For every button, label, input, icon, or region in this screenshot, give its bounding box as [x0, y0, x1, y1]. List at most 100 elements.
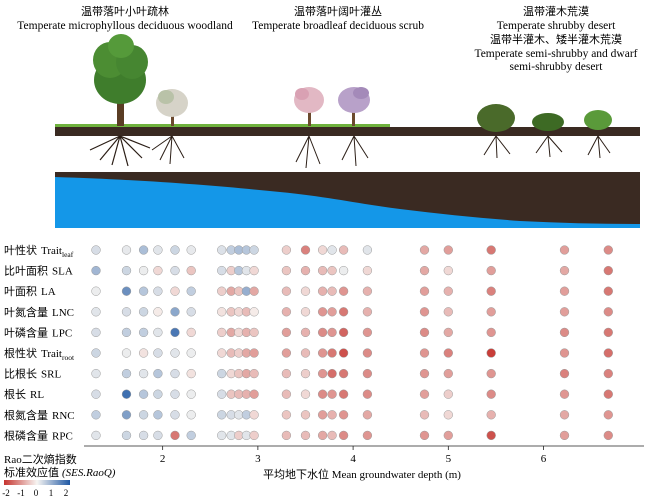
dot-srl-1 [91, 368, 101, 379]
x-axis-label: 平均地下水位 Mean groundwater depth (m) [263, 467, 461, 481]
dot-lpc-21 [559, 327, 570, 338]
dot-la-12 [281, 286, 292, 296]
dot-lnc-5 [170, 307, 180, 317]
dot-la-6 [186, 286, 196, 296]
dot-la-5 [170, 286, 180, 296]
dot-lpc-12 [281, 327, 292, 338]
dot-lnc-12 [281, 307, 292, 317]
dot-sla-2 [121, 265, 132, 276]
dot-rl-2 [121, 389, 132, 399]
dot-lpc-3 [138, 327, 149, 338]
dot-rpc-18 [419, 430, 430, 441]
dot-rl-22 [603, 389, 613, 399]
dot-trait-leaf-1 [91, 245, 101, 255]
dot-trait-root-15 [327, 348, 337, 358]
dot-trait-root-21 [559, 348, 570, 358]
dot-rl-21 [559, 389, 570, 399]
dot-lnc-22 [603, 307, 613, 317]
dot-lnc-19 [443, 307, 453, 317]
dot-rl-11 [249, 389, 259, 399]
dot-rpc-11 [249, 430, 259, 441]
dot-la-3 [138, 286, 149, 296]
dot-rnc-1 [91, 410, 101, 420]
grass-strip [55, 124, 390, 128]
dot-sla-1 [91, 265, 101, 276]
landscape-illustration [55, 34, 640, 228]
dot-la-11 [249, 286, 259, 296]
dot-lnc-21 [559, 307, 570, 317]
dot-rl-7 [217, 389, 227, 399]
dot-rpc-2 [121, 430, 132, 441]
dot-trait-root-1 [91, 348, 101, 358]
dot-srl-14 [317, 368, 328, 379]
dot-rnc-11 [249, 410, 259, 420]
dot-la-1 [91, 286, 101, 296]
dot-trait-leaf-22 [603, 245, 613, 255]
dot-rl-18 [419, 389, 430, 399]
dot-lpc-6 [186, 327, 196, 338]
dot-sla-4 [153, 265, 163, 276]
dot-trait-root-14 [317, 348, 328, 358]
dot-lpc-2 [121, 327, 132, 338]
dot-rpc-7 [217, 430, 227, 441]
dot-lpc-11 [249, 327, 259, 338]
dot-lpc-19 [443, 327, 453, 338]
legend-title-cn: 标准效应值 [4, 465, 59, 479]
desert-shrub-3-icon [584, 110, 612, 159]
dot-srl-15 [327, 368, 337, 379]
dot-sla-6 [186, 265, 196, 276]
dot-la-15 [327, 286, 337, 296]
zone-3-title-en: Temperate shrubby desert [497, 20, 616, 32]
dot-rl-20 [486, 389, 496, 399]
dot-trait-root-16 [338, 348, 349, 358]
dot-la-17 [362, 286, 373, 296]
dot-rl-5 [170, 389, 180, 399]
dot-lnc-20 [486, 307, 496, 317]
dot-trait-leaf-19 [443, 245, 453, 255]
dot-rnc-18 [419, 410, 430, 420]
dot-trait-leaf-16 [338, 245, 349, 255]
dot-sla-7 [217, 265, 227, 276]
dot-trait-leaf-13 [300, 245, 311, 255]
purple-shrub-icon [338, 87, 370, 167]
dot-rnc-12 [281, 410, 292, 420]
dot-rl-16 [338, 389, 349, 399]
dot-rpc-5 [170, 430, 180, 441]
dot-rl-4 [153, 389, 163, 399]
dot-trait-root-18 [419, 348, 430, 358]
groundwater-area [55, 177, 640, 228]
dot-srl-13 [300, 368, 311, 379]
dot-la-20 [486, 286, 496, 296]
desert-shrub-2-icon [532, 113, 564, 158]
dot-trait-leaf-17 [362, 245, 373, 255]
x-tick-label-4: 4 [350, 453, 356, 465]
dot-sla-14 [317, 265, 328, 276]
dot-trait-root-22 [603, 348, 613, 358]
dot-rnc-15 [327, 410, 337, 420]
legend-tick--1: -1 [17, 488, 25, 498]
legend-tick-2: 2 [64, 488, 69, 498]
dot-trait-root-17 [362, 348, 373, 358]
dot-rl-3 [138, 389, 149, 399]
zone-2-title-cn: 温带落叶阔叶灌丛 [294, 5, 382, 18]
dot-rnc-13 [300, 410, 311, 420]
dot-lpc-5 [170, 327, 180, 338]
dot-trait-leaf-5 [170, 245, 180, 255]
dot-rpc-21 [559, 430, 570, 441]
dot-srl-12 [281, 368, 292, 379]
dot-rnc-6 [186, 410, 196, 420]
dot-srl-21 [559, 368, 570, 379]
dot-lnc-18 [419, 307, 430, 317]
zone-3-title-cn: 温带灌木荒漠 [523, 5, 589, 18]
legend-color-bar [4, 480, 70, 485]
dot-rnc-17 [362, 410, 373, 420]
dot-trait-leaf-18 [419, 245, 430, 255]
